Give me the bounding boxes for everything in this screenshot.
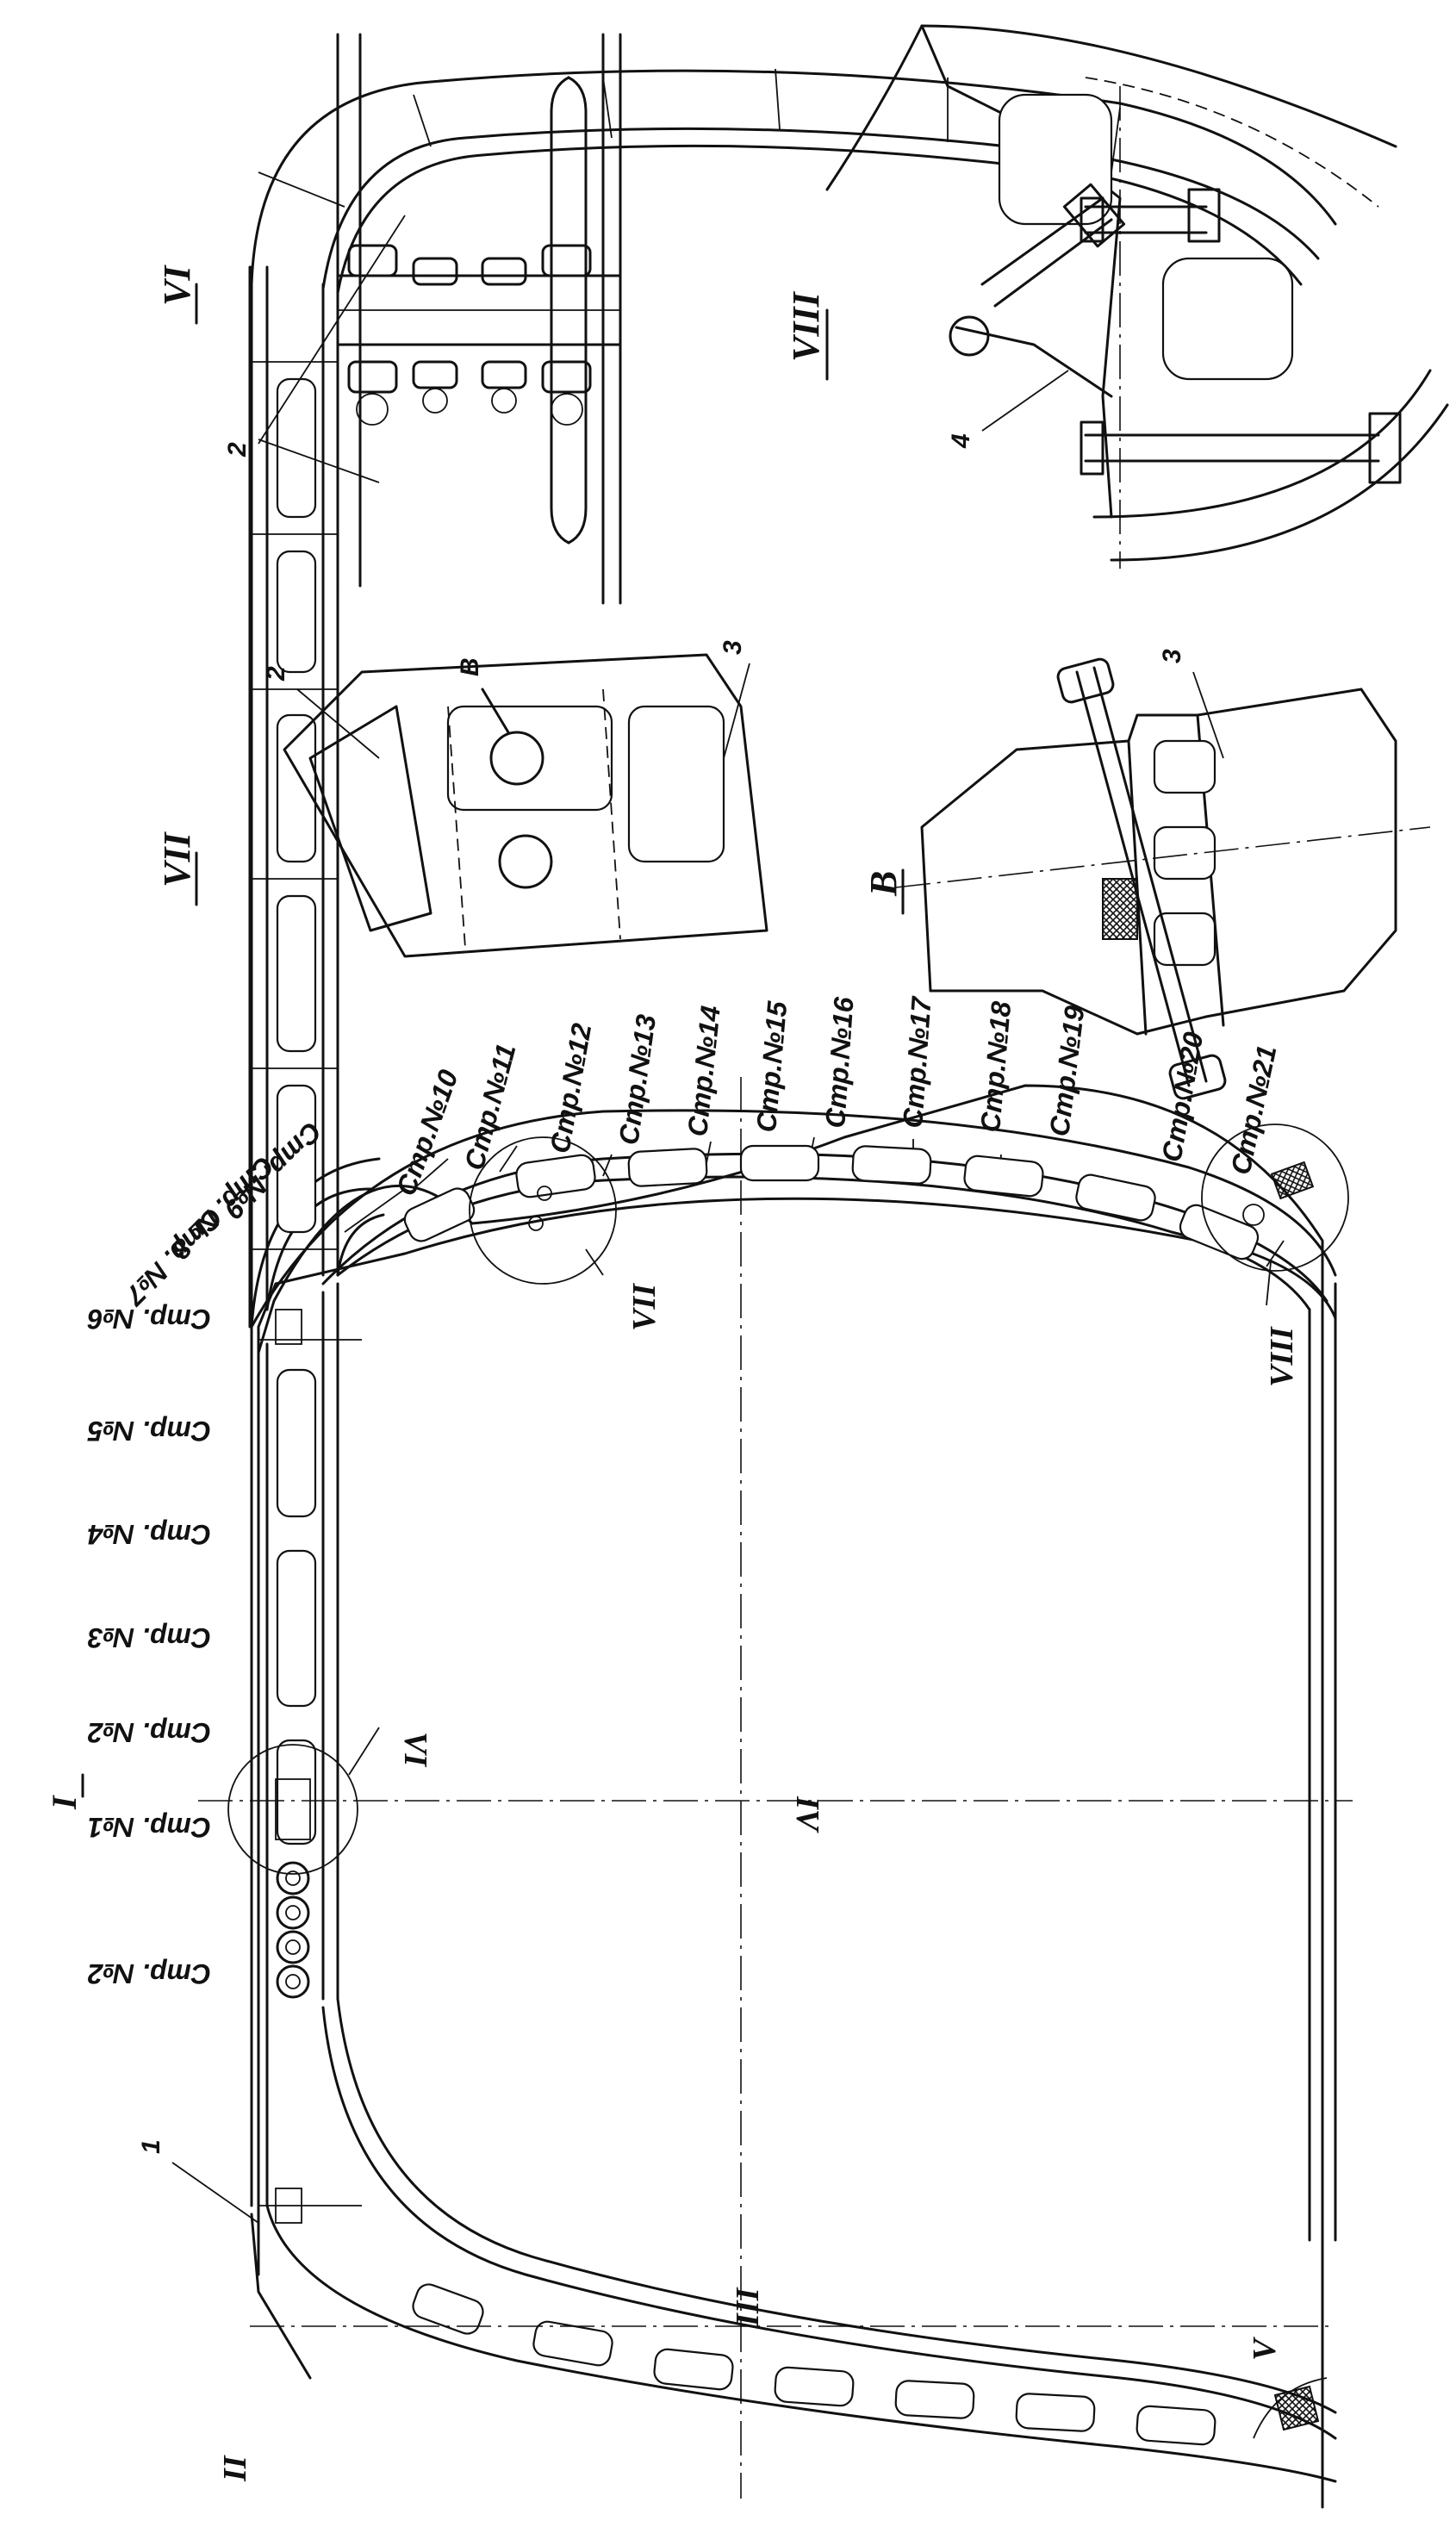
station-label: Стр.№10 bbox=[390, 1066, 464, 1200]
callout-3-vii: 3 bbox=[719, 640, 747, 655]
station-label: Стр.№21 bbox=[1225, 1043, 1283, 1177]
station-label: Стр. №5 bbox=[86, 1416, 211, 1447]
detail-vi: VI 2 bbox=[156, 33, 622, 605]
outer-contour bbox=[248, 265, 1337, 2259]
station-label: Стр. №1 bbox=[88, 1812, 211, 1843]
callout-2-vi: 2 bbox=[223, 442, 252, 457]
detail-circle-vii bbox=[469, 1136, 617, 1285]
view-title-b: В bbox=[862, 871, 905, 897]
station-label: Стр. №6 bbox=[87, 1304, 211, 1335]
section-mark-iv: IV bbox=[789, 1796, 825, 1833]
bolt-group bbox=[276, 1861, 310, 1999]
view-b: В 3 bbox=[862, 649, 1431, 1100]
detail-title-vii: VII bbox=[156, 831, 198, 887]
section-mark-vii: VII bbox=[626, 1283, 663, 1331]
station-label-lower: Стр. №2 bbox=[87, 1958, 211, 1989]
detail-title-viii: VIII bbox=[785, 290, 827, 362]
section-mark-v: V bbox=[1247, 2337, 1283, 2361]
station-label: Стр.№12 bbox=[544, 1021, 597, 1155]
main-lining-section bbox=[198, 68, 1353, 2509]
detail-circle-viii bbox=[1201, 1123, 1349, 1272]
callout-1: 1 bbox=[137, 2139, 165, 2154]
section-mark-i: I bbox=[45, 1795, 84, 1810]
view-arrow-b: В bbox=[456, 657, 484, 676]
detail-circle-vi bbox=[227, 1744, 358, 1875]
station-label: Стр.№14 bbox=[681, 1004, 726, 1137]
detail-viii: VIII 4 bbox=[785, 24, 1449, 569]
detail-vii: VII 2 3 В bbox=[156, 640, 768, 958]
callout-4-viii: 4 bbox=[947, 433, 975, 449]
section-mark-vi: VI bbox=[397, 1732, 433, 1767]
callout-3-b: 3 bbox=[1158, 649, 1186, 663]
station-label: Стр. №3 bbox=[87, 1622, 211, 1653]
station-label: Стр.№18 bbox=[974, 1000, 1017, 1134]
callout-2-vii: 2 bbox=[262, 666, 290, 682]
station-label: Стр.№13 bbox=[613, 1012, 662, 1147]
section-marks: I II III IV V VI VII VIII bbox=[45, 1248, 1300, 2482]
section-mark-viii: VIII bbox=[1264, 1326, 1300, 1387]
station-label: Стр.№17 bbox=[897, 994, 937, 1130]
station-label: Стр.№20 bbox=[1155, 1030, 1209, 1164]
station-label: Стр.№19 bbox=[1043, 1004, 1090, 1138]
section-mark-iii: III bbox=[730, 2287, 766, 2327]
station-label: Стр.№16 bbox=[819, 996, 860, 1130]
section-mark-ii: II bbox=[217, 2455, 253, 2482]
station-label: Стр. №2 bbox=[87, 1717, 211, 1748]
detail-title-vi: VI bbox=[156, 265, 198, 306]
station-label: Стр. №4 bbox=[87, 1519, 211, 1550]
